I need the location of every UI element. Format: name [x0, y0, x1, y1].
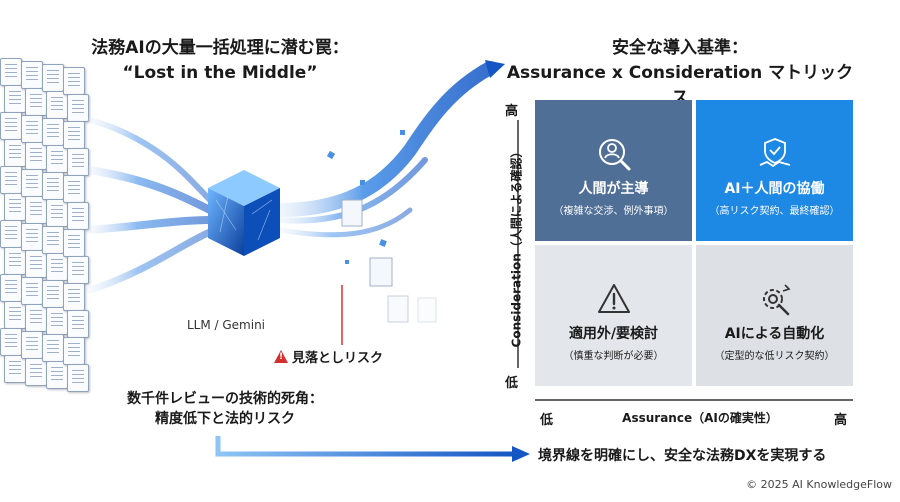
document-icon — [0, 328, 22, 356]
document-icon — [21, 277, 43, 305]
document-icon — [25, 250, 47, 278]
blind-spot-line2: 精度低下と法的リスク — [155, 411, 295, 427]
cell-ai-automation-subtitle: （定型的な低リスク契約） — [714, 351, 835, 362]
document-icon — [0, 220, 22, 248]
document-icon — [0, 58, 22, 86]
cell-out-of-scope-title: 適用外/要検討 — [568, 326, 659, 342]
document-icon — [4, 193, 26, 221]
document-icon — [25, 358, 47, 386]
x-axis-high: 高 — [834, 413, 848, 428]
document-icon — [42, 118, 64, 146]
right-title: 安全な導入基準： Assurance x Consideration マトリック… — [500, 36, 860, 111]
document-icon — [67, 256, 89, 284]
y-axis-label: Consideration（人間による確認） — [509, 145, 524, 348]
document-icon — [4, 247, 26, 275]
cell-ai-human-collab-title: AI＋人間の協働 — [724, 181, 825, 197]
document-icon — [42, 334, 64, 362]
cell-out-of-scope-subtitle: （慎重な判断が必要） — [563, 351, 664, 362]
assurance-consideration-matrix: 人間が主導 （複雑な交渉、例外事項） AI＋人間の協働 （高リスク契約、最終確認… — [535, 100, 853, 386]
document-wall — [0, 58, 89, 398]
risk-label-text: 見落としリスク — [292, 351, 384, 366]
document-icon — [0, 274, 22, 302]
cell-ai-automation-title: AIによる自動化 — [724, 326, 825, 342]
document-icon — [46, 199, 68, 227]
y-axis-low: 低 — [505, 376, 519, 391]
document-icon — [25, 304, 47, 332]
cell-human-led-title: 人間が主導 — [578, 181, 649, 197]
conclusion-text: 境界線を明確にし、安全な法務DXを実現する — [538, 448, 827, 464]
document-icon — [4, 301, 26, 329]
document-icon — [0, 166, 22, 194]
cell-ai-human-collab-subtitle: （高リスク契約、最終確認） — [709, 206, 840, 217]
cell-ai-automation: AIによる自動化 （定型的な低リスク契約） — [696, 245, 853, 386]
llm-label: LLM / Gemini — [186, 318, 266, 332]
document-icon — [25, 88, 47, 116]
document-icon — [42, 64, 64, 92]
copyright: © 2025 AI KnowledgeFlow — [746, 478, 892, 491]
document-icon — [25, 196, 47, 224]
document-icon — [46, 91, 68, 119]
document-icon — [63, 337, 85, 365]
document-icon — [42, 226, 64, 254]
data-flow-illustration — [86, 60, 505, 345]
document-icon — [46, 145, 68, 173]
document-icon — [21, 223, 43, 251]
cell-ai-human-collab: AI＋人間の協働 （高リスク契約、最終確認） — [696, 100, 853, 241]
document-icon — [4, 85, 26, 113]
risk-label: ! 見落としリスク — [274, 347, 383, 366]
conclusion-arrow — [215, 436, 530, 462]
document-icon — [67, 94, 89, 122]
left-title: 法務AIの大量一括処理に潜む罠： “Lost in the Middle” — [70, 36, 370, 86]
document-icon — [4, 355, 26, 383]
warning-icon — [597, 284, 630, 313]
document-icon — [0, 112, 22, 140]
handshake-shield-icon — [759, 138, 790, 167]
person-search-icon — [598, 139, 630, 171]
cell-out-of-scope: 適用外/要検討 （慎重な判断が必要） — [535, 245, 692, 386]
document-icon — [42, 172, 64, 200]
gear-automation-icon — [762, 284, 790, 316]
y-axis-line — [517, 120, 519, 368]
document-icon — [67, 148, 89, 176]
x-axis-label: Assurance（AIの確実性） — [622, 411, 778, 425]
blind-spot-text: 数千件レビューの技術的死角： 精度低下と法的リスク — [110, 389, 340, 429]
document-icon — [21, 331, 43, 359]
document-icon — [21, 169, 43, 197]
x-axis-low: 低 — [540, 413, 554, 428]
y-axis-high: 高 — [505, 104, 519, 119]
document-icon — [46, 361, 68, 389]
document-icon — [67, 364, 89, 392]
document-icon — [21, 115, 43, 143]
left-title-line1: 法務AIの大量一括処理に潜む罠： — [91, 38, 349, 58]
x-axis-line — [535, 399, 853, 401]
cell-human-led-subtitle: （複雑な交渉、例外事項） — [553, 206, 674, 217]
cell-human-led: 人間が主導 （複雑な交渉、例外事項） — [535, 100, 692, 241]
document-icon — [4, 139, 26, 167]
document-icon — [21, 61, 43, 89]
document-icon — [46, 307, 68, 335]
document-icon — [42, 280, 64, 308]
right-title-line1: 安全な導入基準： — [612, 38, 748, 58]
blind-spot-line1: 数千件レビューの技術的死角： — [127, 391, 323, 407]
document-icon — [46, 253, 68, 281]
warning-icon: ! — [274, 350, 288, 363]
left-title-line2: “Lost in the Middle” — [122, 63, 318, 83]
document-icon — [25, 142, 47, 170]
